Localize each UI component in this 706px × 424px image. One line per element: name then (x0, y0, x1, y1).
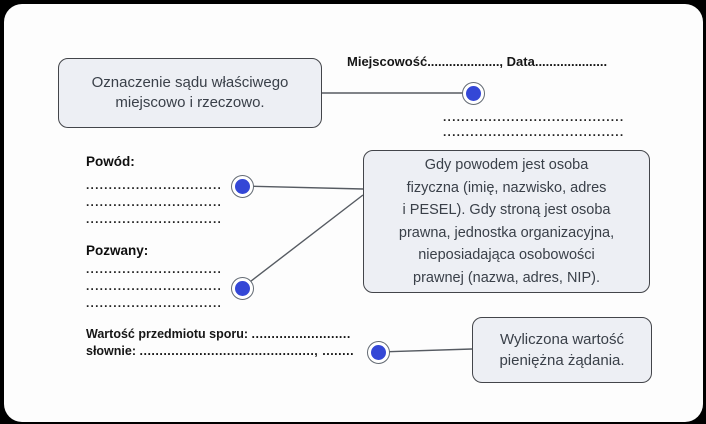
value-in-words-dots: ........................................… (139, 344, 355, 358)
value-in-words-label: słownie: (86, 344, 137, 358)
place-and-date-field: Miejscowość...................., Data...… (347, 54, 608, 69)
marker-defendant (230, 276, 254, 300)
value-in-words-line: słownie: ...............................… (86, 344, 354, 358)
marker-dot (234, 280, 250, 296)
plaintiff-dotted-line: ........................................ (86, 195, 220, 209)
dispute-value-line: Wartość przedmiotu sporu: ..............… (86, 327, 351, 341)
connector-plaintiff-to-parties (241, 185, 364, 190)
marker-dot (234, 178, 250, 194)
address-dotted-line: ........................................… (443, 125, 623, 139)
callout-court-designation: Oznaczenie sądu właściwego miejscowo i r… (58, 58, 322, 128)
plaintiff-dotted-line: ........................................ (86, 178, 220, 192)
defendant-dotted-line: ........................................ (86, 296, 220, 310)
callout-parties-explanation: Gdy powodem jest osoba fizyczna (imię, n… (363, 150, 650, 293)
defendant-dotted-line: ........................................ (86, 279, 220, 293)
connector-defendant-to-parties (241, 194, 364, 289)
marker-dot (370, 344, 386, 360)
defendant-dotted-line: ........................................ (86, 262, 220, 276)
marker-dot (465, 85, 481, 101)
marker-plaintiff (230, 174, 254, 198)
plaintiff-label: Powód: (86, 154, 135, 169)
connector-value-to-callout (377, 348, 473, 353)
callout-claim-value: Wyliczona wartość pieniężna żądania. (472, 317, 652, 383)
address-dotted-line: ........................................… (443, 110, 623, 124)
plaintiff-dotted-line: ........................................ (86, 212, 220, 226)
dispute-value-dots: ......................... (251, 327, 351, 341)
marker-place-date (461, 81, 485, 105)
dispute-value-label: Wartość przedmiotu sporu: (86, 327, 249, 341)
marker-dispute-value (366, 340, 390, 364)
defendant-label: Pozwany: (86, 243, 149, 258)
